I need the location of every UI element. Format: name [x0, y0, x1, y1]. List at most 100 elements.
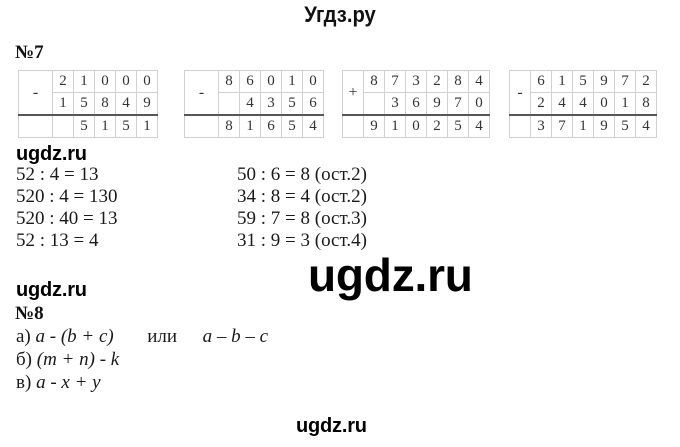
- digit: 1: [384, 114, 406, 138]
- equation-right-4: 31 : 9 = 3 (ост.4): [237, 230, 367, 251]
- equation-right-3: 59 : 7 = 8 (ост.3): [237, 208, 367, 229]
- digit: 8: [94, 92, 116, 116]
- digit: 3: [260, 92, 282, 116]
- digit: 9: [136, 92, 158, 116]
- digit: 1: [572, 114, 594, 138]
- digit: 5: [73, 92, 95, 116]
- digit: 1: [614, 92, 636, 116]
- digit: 4: [468, 70, 490, 93]
- digit: 3: [405, 70, 427, 93]
- digit: 0: [302, 70, 324, 93]
- digit: 0: [593, 92, 615, 116]
- digit: 6: [530, 70, 552, 93]
- watermark: ugdz.ru: [16, 143, 87, 165]
- digit: 0: [136, 70, 158, 93]
- digit: 8: [218, 70, 240, 93]
- digit: 7: [551, 114, 573, 138]
- digit: [52, 114, 74, 138]
- column-calc-3: + 8 7 3 2 8 4 3 6 9 7 0 9 1 0 2 5 4: [342, 70, 490, 138]
- site-title: Угдз.ру: [304, 2, 376, 27]
- digit: 2: [52, 70, 74, 93]
- watermark-footer: ugdz.ru: [296, 415, 367, 437]
- digit: 0: [260, 70, 282, 93]
- digit: 7: [384, 70, 406, 93]
- digit: 6: [302, 92, 324, 116]
- empty-cell: [342, 114, 364, 138]
- digit: 0: [94, 70, 116, 93]
- digit: 5: [281, 114, 303, 138]
- task8-item-c: в) a - x + y: [16, 372, 101, 394]
- digit: 1: [73, 70, 95, 93]
- watermark-large: ugdz.ru: [308, 249, 473, 301]
- digit: 9: [363, 114, 385, 138]
- task-7-number: №7: [15, 42, 44, 63]
- task-8-number: №8: [15, 303, 44, 324]
- digit: 0: [468, 92, 490, 116]
- digit: 7: [447, 92, 469, 116]
- alt-expression: a – b – c: [202, 326, 269, 347]
- digit: 4: [551, 92, 573, 116]
- digit: 5: [447, 114, 469, 138]
- digit: 6: [239, 70, 261, 93]
- digit: 6: [260, 114, 282, 138]
- digit: 5: [281, 92, 303, 116]
- task8-item-b: б) (m + n) - k: [16, 349, 119, 371]
- digit: [218, 92, 240, 116]
- digit: 2: [426, 70, 448, 93]
- operator: +: [342, 70, 364, 116]
- digit: 5: [115, 114, 137, 138]
- task8-item-a: а) a - (b + c) или a – b – c: [16, 326, 268, 348]
- item-label: а): [16, 326, 31, 347]
- expression: a - (b + c): [35, 326, 114, 347]
- empty-cell: [184, 114, 219, 138]
- digit: 4: [239, 92, 261, 116]
- expression: a - x + y: [36, 372, 101, 393]
- digit: 9: [593, 114, 615, 138]
- digit: 4: [115, 92, 137, 116]
- equation-left-3: 520 : 40 = 13: [16, 208, 118, 229]
- digit: 4: [468, 114, 490, 138]
- operator: -: [509, 70, 531, 116]
- or-word: или: [147, 326, 178, 347]
- digit: 0: [405, 114, 427, 138]
- digit: 2: [530, 92, 552, 116]
- column-calc-4: - 6 1 5 9 7 2 2 4 4 0 1 8 3 7 1 9 5 4: [509, 70, 657, 138]
- column-calc-1: - 2 1 0 0 0 1 5 8 4 9 5 1 5 1: [18, 70, 158, 138]
- digit: 8: [635, 92, 657, 116]
- equation-right-1: 50 : 6 = 8 (ост.2): [237, 164, 367, 185]
- item-label: б): [16, 349, 32, 370]
- watermark: ugdz.ru: [16, 279, 87, 301]
- equation-left-1: 52 : 4 = 13: [16, 164, 99, 185]
- digit: 3: [384, 92, 406, 116]
- digit: 5: [614, 114, 636, 138]
- digit: 2: [635, 70, 657, 93]
- digit: 8: [363, 70, 385, 93]
- digit: 8: [218, 114, 240, 138]
- expression: (m + n) - k: [36, 349, 120, 370]
- digit: 1: [239, 114, 261, 138]
- digit: 1: [52, 92, 74, 116]
- digit: 9: [593, 70, 615, 93]
- digit: 0: [115, 70, 137, 93]
- digit: 6: [405, 92, 427, 116]
- operator: -: [184, 70, 219, 116]
- digit: 4: [302, 114, 324, 138]
- digit: 1: [281, 70, 303, 93]
- digit: 1: [94, 114, 116, 138]
- digit: 5: [73, 114, 95, 138]
- digit: 9: [426, 92, 448, 116]
- digit: 8: [447, 70, 469, 93]
- operator: -: [18, 70, 53, 116]
- digit: [363, 92, 385, 116]
- equation-left-4: 52 : 13 = 4: [16, 230, 99, 251]
- digit: 5: [572, 70, 594, 93]
- column-calc-2: - 8 6 0 1 0 4 3 5 6 8 1 6 5 4: [184, 70, 324, 138]
- empty-cell: [18, 114, 53, 138]
- digit: 1: [136, 114, 158, 138]
- digit: 1: [551, 70, 573, 93]
- digit: 3: [530, 114, 552, 138]
- item-label: в): [16, 372, 32, 393]
- equation-right-2: 34 : 8 = 4 (ост.2): [237, 186, 367, 207]
- digit: 4: [635, 114, 657, 138]
- equation-left-2: 520 : 4 = 130: [16, 186, 118, 207]
